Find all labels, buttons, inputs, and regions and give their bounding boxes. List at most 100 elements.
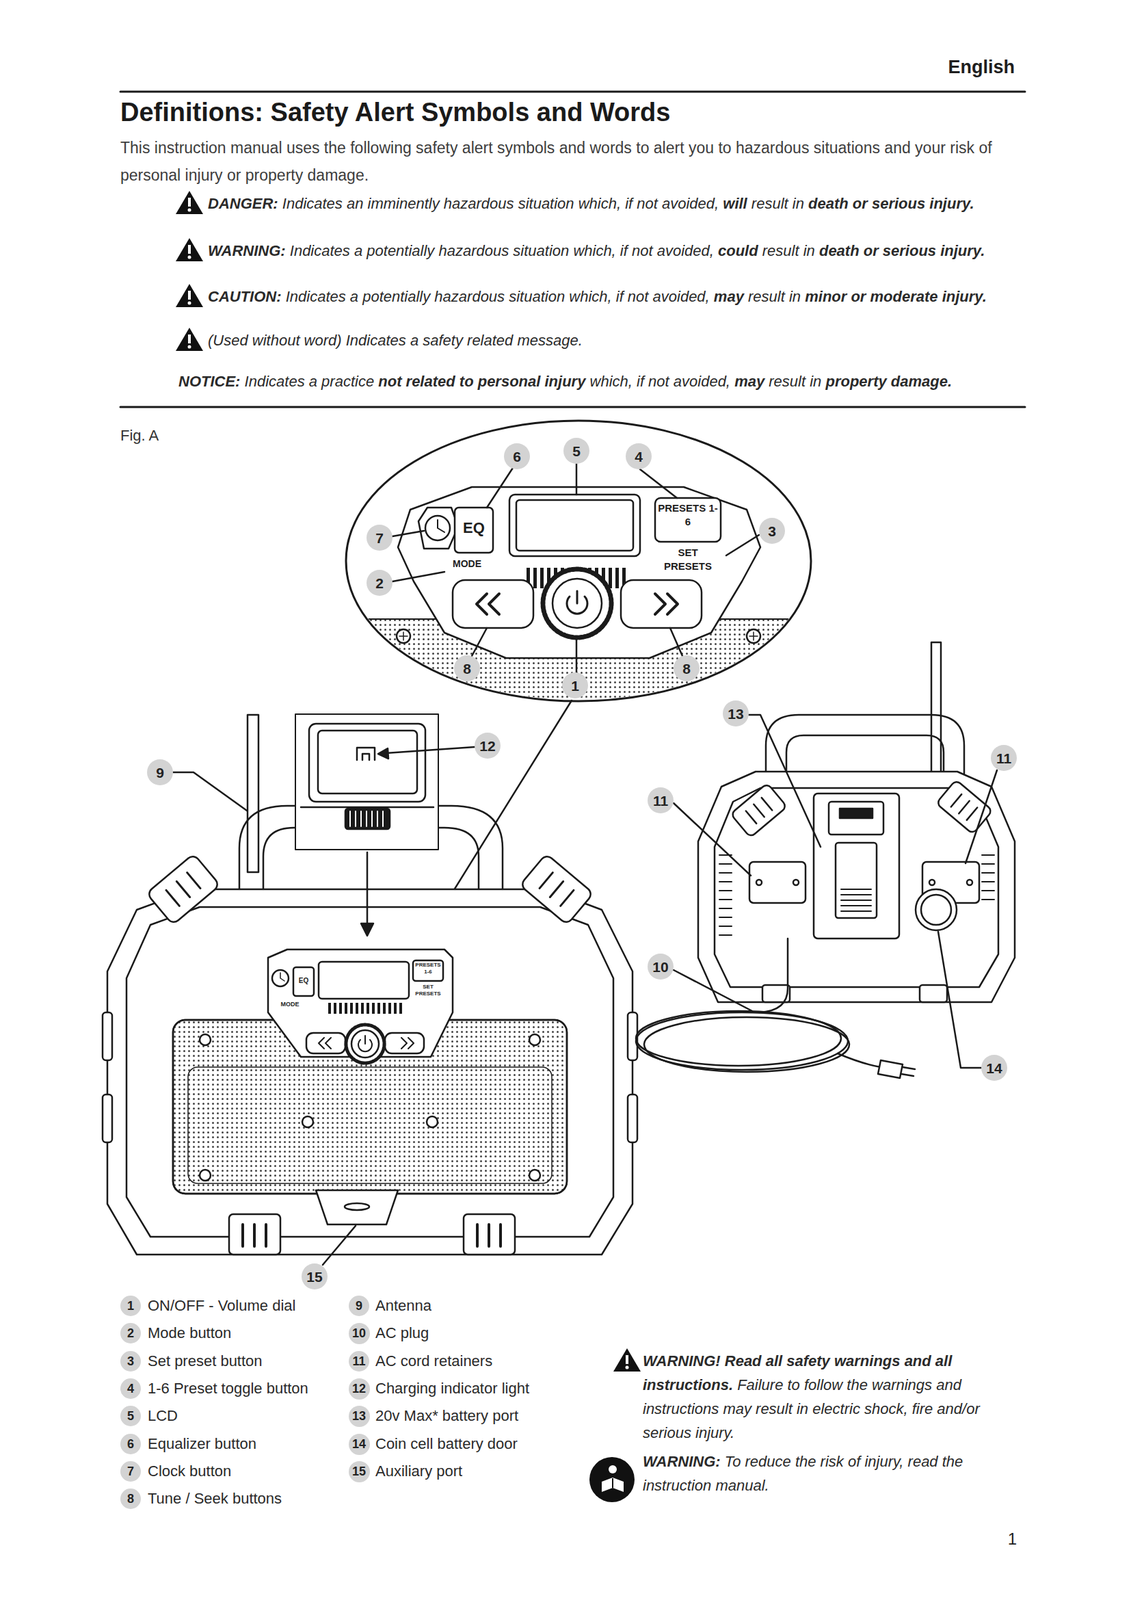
label-text: 1-6 Preset toggle button bbox=[147, 1379, 309, 1397]
callout-number: 3 bbox=[120, 1350, 141, 1372]
callout-number: 1 bbox=[562, 672, 589, 699]
text-line: Charging indicator light bbox=[375, 1379, 530, 1397]
label-text: may bbox=[734, 372, 765, 390]
label-text: Indicates a practice bbox=[244, 372, 375, 390]
callout-text: 2 bbox=[127, 1326, 135, 1339]
callout-number: 11 bbox=[348, 1350, 370, 1372]
callout-number: 8 bbox=[120, 1487, 141, 1509]
callout-number: 15 bbox=[348, 1460, 370, 1482]
callout-text: 6 bbox=[512, 449, 522, 464]
text-line: Mode button bbox=[147, 1323, 232, 1342]
label-text: (Used without word) Indicates a safety r… bbox=[207, 331, 583, 349]
label-text: ON/OFF - Volume dial bbox=[147, 1296, 296, 1314]
text-line: English bbox=[947, 56, 1015, 78]
callout-number: 8 bbox=[673, 655, 700, 682]
text-line: AC cord retainers bbox=[375, 1351, 493, 1370]
callout-text: 9 bbox=[355, 1299, 363, 1312]
label-text: 1 bbox=[1007, 1528, 1017, 1548]
front-view bbox=[102, 713, 638, 1265]
callout-number: 2 bbox=[120, 1322, 141, 1343]
page-title: Definitions: Safety Alert Symbols and Wo… bbox=[120, 97, 671, 128]
callout-text: 7 bbox=[127, 1464, 135, 1478]
label-text: Set preset button bbox=[147, 1351, 263, 1369]
callout-number: 6 bbox=[503, 443, 530, 470]
text-line: (Used without word) Indicates a safety r… bbox=[207, 330, 583, 351]
callout-text: 10 bbox=[352, 1326, 366, 1339]
label-text: Charging indicator light bbox=[375, 1379, 530, 1397]
label-text: will bbox=[722, 194, 747, 212]
text-line: EQ bbox=[458, 519, 490, 537]
callout-number: 14 bbox=[348, 1433, 370, 1455]
callout-number: 5 bbox=[563, 437, 590, 464]
label-text: may bbox=[713, 287, 744, 305]
text-line: 1-6 Preset toggle button bbox=[147, 1379, 309, 1397]
callout-text: 11 bbox=[352, 1354, 366, 1367]
label-text: WARNING: bbox=[207, 242, 286, 260]
text-line: WARNING: Indicates a potentially hazardo… bbox=[207, 240, 985, 262]
callout-number: 13 bbox=[348, 1405, 370, 1427]
callout-number: 3 bbox=[759, 517, 785, 544]
label-text: could bbox=[717, 242, 759, 260]
label-text: Auxiliary port bbox=[375, 1461, 463, 1480]
label-text: EQ bbox=[298, 976, 309, 984]
label-text: Equalizer button bbox=[147, 1434, 257, 1452]
callout-text: 14 bbox=[986, 1060, 1002, 1075]
callout-text: 5 bbox=[572, 443, 581, 459]
callout-text: 8 bbox=[127, 1492, 135, 1505]
label-text: 20v Max* battery port bbox=[375, 1406, 519, 1424]
text-line: CAUTION: Indicates a potentially hazardo… bbox=[207, 286, 987, 308]
label-text: AC cord retainers bbox=[375, 1351, 493, 1369]
text-line: 1 bbox=[1007, 1528, 1017, 1549]
label-text: Clock button bbox=[147, 1461, 232, 1480]
text-line: SET PRESETS bbox=[414, 983, 442, 997]
callout-number: 10 bbox=[647, 953, 674, 980]
text-line: ON/OFF - Volume dial bbox=[147, 1296, 296, 1315]
callout-number: 9 bbox=[147, 759, 174, 785]
callout-text: 11 bbox=[996, 750, 1012, 766]
callout-text: 12 bbox=[352, 1381, 366, 1395]
callout-number: 14 bbox=[981, 1054, 1008, 1081]
callout-number: 4 bbox=[625, 443, 652, 470]
text-line: Equalizer button bbox=[147, 1434, 257, 1453]
callout-number: 11 bbox=[647, 787, 674, 814]
callout-text: 3 bbox=[767, 523, 777, 539]
text-line: WARNING: To reduce the risk of injury, r… bbox=[642, 1448, 1016, 1497]
callout-text: 12 bbox=[479, 738, 496, 753]
text-line: Set preset button bbox=[147, 1351, 263, 1370]
callout-number: 4 bbox=[120, 1377, 141, 1399]
callout-number: 10 bbox=[348, 1322, 370, 1344]
label-text: Indicates a potentially hazardous situat… bbox=[289, 242, 714, 260]
callout-number: 9 bbox=[348, 1295, 370, 1316]
label-text: Indicates a potentially hazardous situat… bbox=[285, 287, 710, 305]
label-text: LCD bbox=[147, 1406, 178, 1424]
label-text: result in bbox=[748, 287, 801, 305]
callout-text: 5 bbox=[127, 1409, 135, 1422]
callout-number: 6 bbox=[120, 1433, 141, 1454]
label-text: property damage. bbox=[825, 372, 952, 390]
callout-text: 15 bbox=[352, 1464, 366, 1478]
label-text: SET PRESETS bbox=[415, 983, 441, 997]
text-line: Coin cell battery door bbox=[375, 1434, 518, 1453]
text-line: Fig. A bbox=[120, 426, 159, 445]
callout-text: 1 bbox=[570, 678, 580, 693]
label-text: SET PRESETS bbox=[663, 546, 712, 572]
callout-text: 13 bbox=[352, 1409, 366, 1422]
label-text: English bbox=[947, 56, 1015, 78]
text-line: This instruction manual uses the followi… bbox=[120, 134, 1030, 189]
text-line: AC plug bbox=[375, 1323, 429, 1342]
label-text: result in bbox=[768, 372, 822, 390]
text-line: EQ bbox=[294, 976, 314, 985]
text-line: MODE bbox=[268, 1000, 312, 1008]
callout-number: 5 bbox=[120, 1405, 141, 1426]
callout-text: 9 bbox=[155, 765, 165, 780]
callout-number: 13 bbox=[722, 700, 749, 727]
callout-text: 1 bbox=[127, 1299, 135, 1312]
back-view bbox=[635, 642, 1015, 1078]
label-text: result in bbox=[762, 242, 816, 260]
text-line: Auxiliary port bbox=[375, 1461, 463, 1480]
callout-text: 14 bbox=[352, 1437, 366, 1450]
rule bbox=[120, 406, 1026, 409]
callout-text: 7 bbox=[375, 530, 384, 545]
callout-number: 12 bbox=[348, 1377, 370, 1400]
